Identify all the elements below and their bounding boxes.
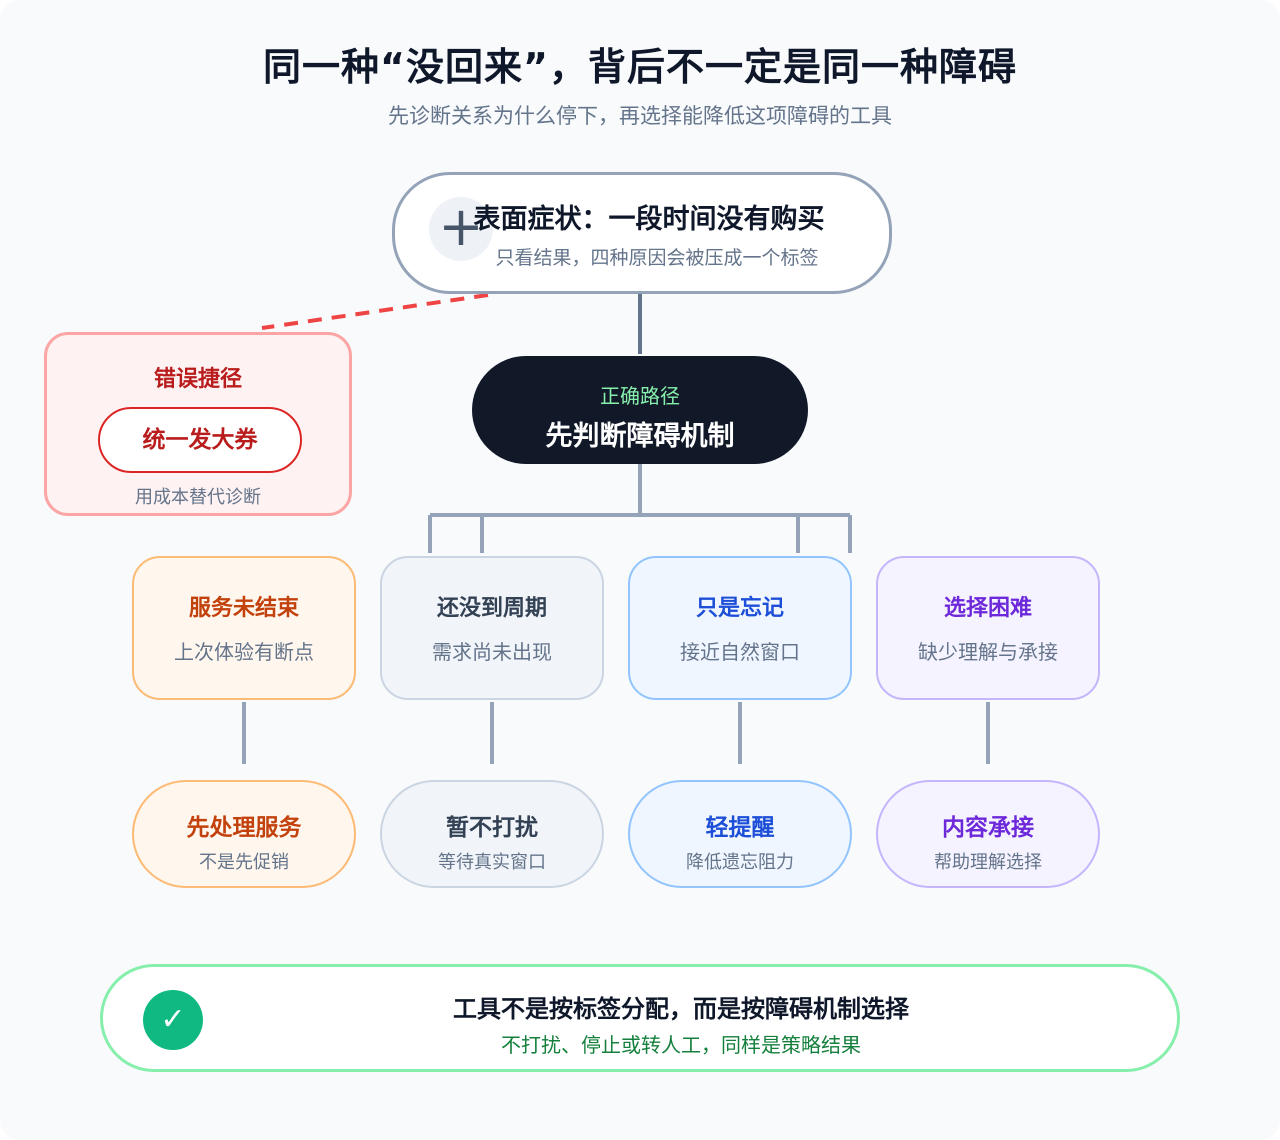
cause-title: 服务未结束 xyxy=(188,596,299,621)
cause-title: 选择困难 xyxy=(943,596,1032,621)
cause-subtitle: 接近自然窗口 xyxy=(680,640,800,664)
cause-title: 还没到周期 xyxy=(436,596,547,621)
wrong-path-label: 错误捷径 xyxy=(153,367,242,392)
plus-icon: + xyxy=(429,197,493,261)
cause-card-service: 服务未结束 上次体验有断点 xyxy=(132,556,356,700)
wrong-path-node: 错误捷径 统一发大券 用成本替代诊断 xyxy=(44,332,352,516)
wrong-path-pill: 统一发大券 xyxy=(98,407,302,473)
conclusion-title: 工具不是按标签分配，而是按障碍机制选择 xyxy=(453,995,909,1023)
symptom-title: 表面症状：一段时间没有购买 xyxy=(473,204,825,235)
cause-subtitle: 需求尚未出现 xyxy=(432,640,552,664)
cause-card-choice: 选择困难 缺少理解与承接 xyxy=(876,556,1100,700)
tool-node-reminder: 轻提醒 降低遗忘阻力 xyxy=(628,780,852,888)
tool-node-service: 先处理服务 不是先促销 xyxy=(132,780,356,888)
tool-subtitle: 不是先促销 xyxy=(199,852,289,873)
cause-card-forgot: 只是忘记 接近自然窗口 xyxy=(628,556,852,700)
cause-subtitle: 上次体验有断点 xyxy=(174,640,314,664)
conclusion-banner: ✓ 工具不是按标签分配，而是按障碍机制选择 不打扰、停止或转人工，同样是策略结果 xyxy=(100,964,1180,1072)
wrong-path-note: 用成本替代诊断 xyxy=(135,487,261,508)
symptom-subtitle: 只看结果，四种原因会被压成一个标签 xyxy=(495,247,819,269)
conclusion-subtitle: 不打扰、停止或转人工，同样是策略结果 xyxy=(501,1033,861,1057)
cause-title: 只是忘记 xyxy=(695,596,784,621)
cause-subtitle: 缺少理解与承接 xyxy=(918,640,1058,664)
correct-path-title: 先判断障碍机制 xyxy=(545,421,735,452)
cause-card-cycle: 还没到周期 需求尚未出现 xyxy=(380,556,604,700)
tool-title: 先处理服务 xyxy=(186,815,302,841)
tool-subtitle: 等待真实窗口 xyxy=(438,852,546,873)
correct-path-label: 正确路径 xyxy=(600,384,680,408)
tool-title: 暂不打扰 xyxy=(446,815,538,841)
correct-path-node: 正确路径 先判断障碍机制 xyxy=(472,356,808,464)
wrong-path-connector xyxy=(261,293,489,330)
tool-node-content: 内容承接 帮助理解选择 xyxy=(876,780,1100,888)
page-subtitle: 先诊断关系为什么停下，再选择能降低这项障碍的工具 xyxy=(388,104,892,128)
page-title: 同一种“没回来”，背后不一定是同一种障碍 xyxy=(263,45,1017,89)
symptom-node: + 表面症状：一段时间没有购买 只看结果，四种原因会被压成一个标签 xyxy=(392,172,892,294)
tool-node-wait: 暂不打扰 等待真实窗口 xyxy=(380,780,604,888)
tool-title: 内容承接 xyxy=(942,815,1034,841)
check-icon: ✓ xyxy=(143,990,203,1050)
tool-title: 轻提醒 xyxy=(705,815,775,841)
tool-subtitle: 降低遗忘阻力 xyxy=(686,852,794,873)
tool-subtitle: 帮助理解选择 xyxy=(934,852,1042,873)
